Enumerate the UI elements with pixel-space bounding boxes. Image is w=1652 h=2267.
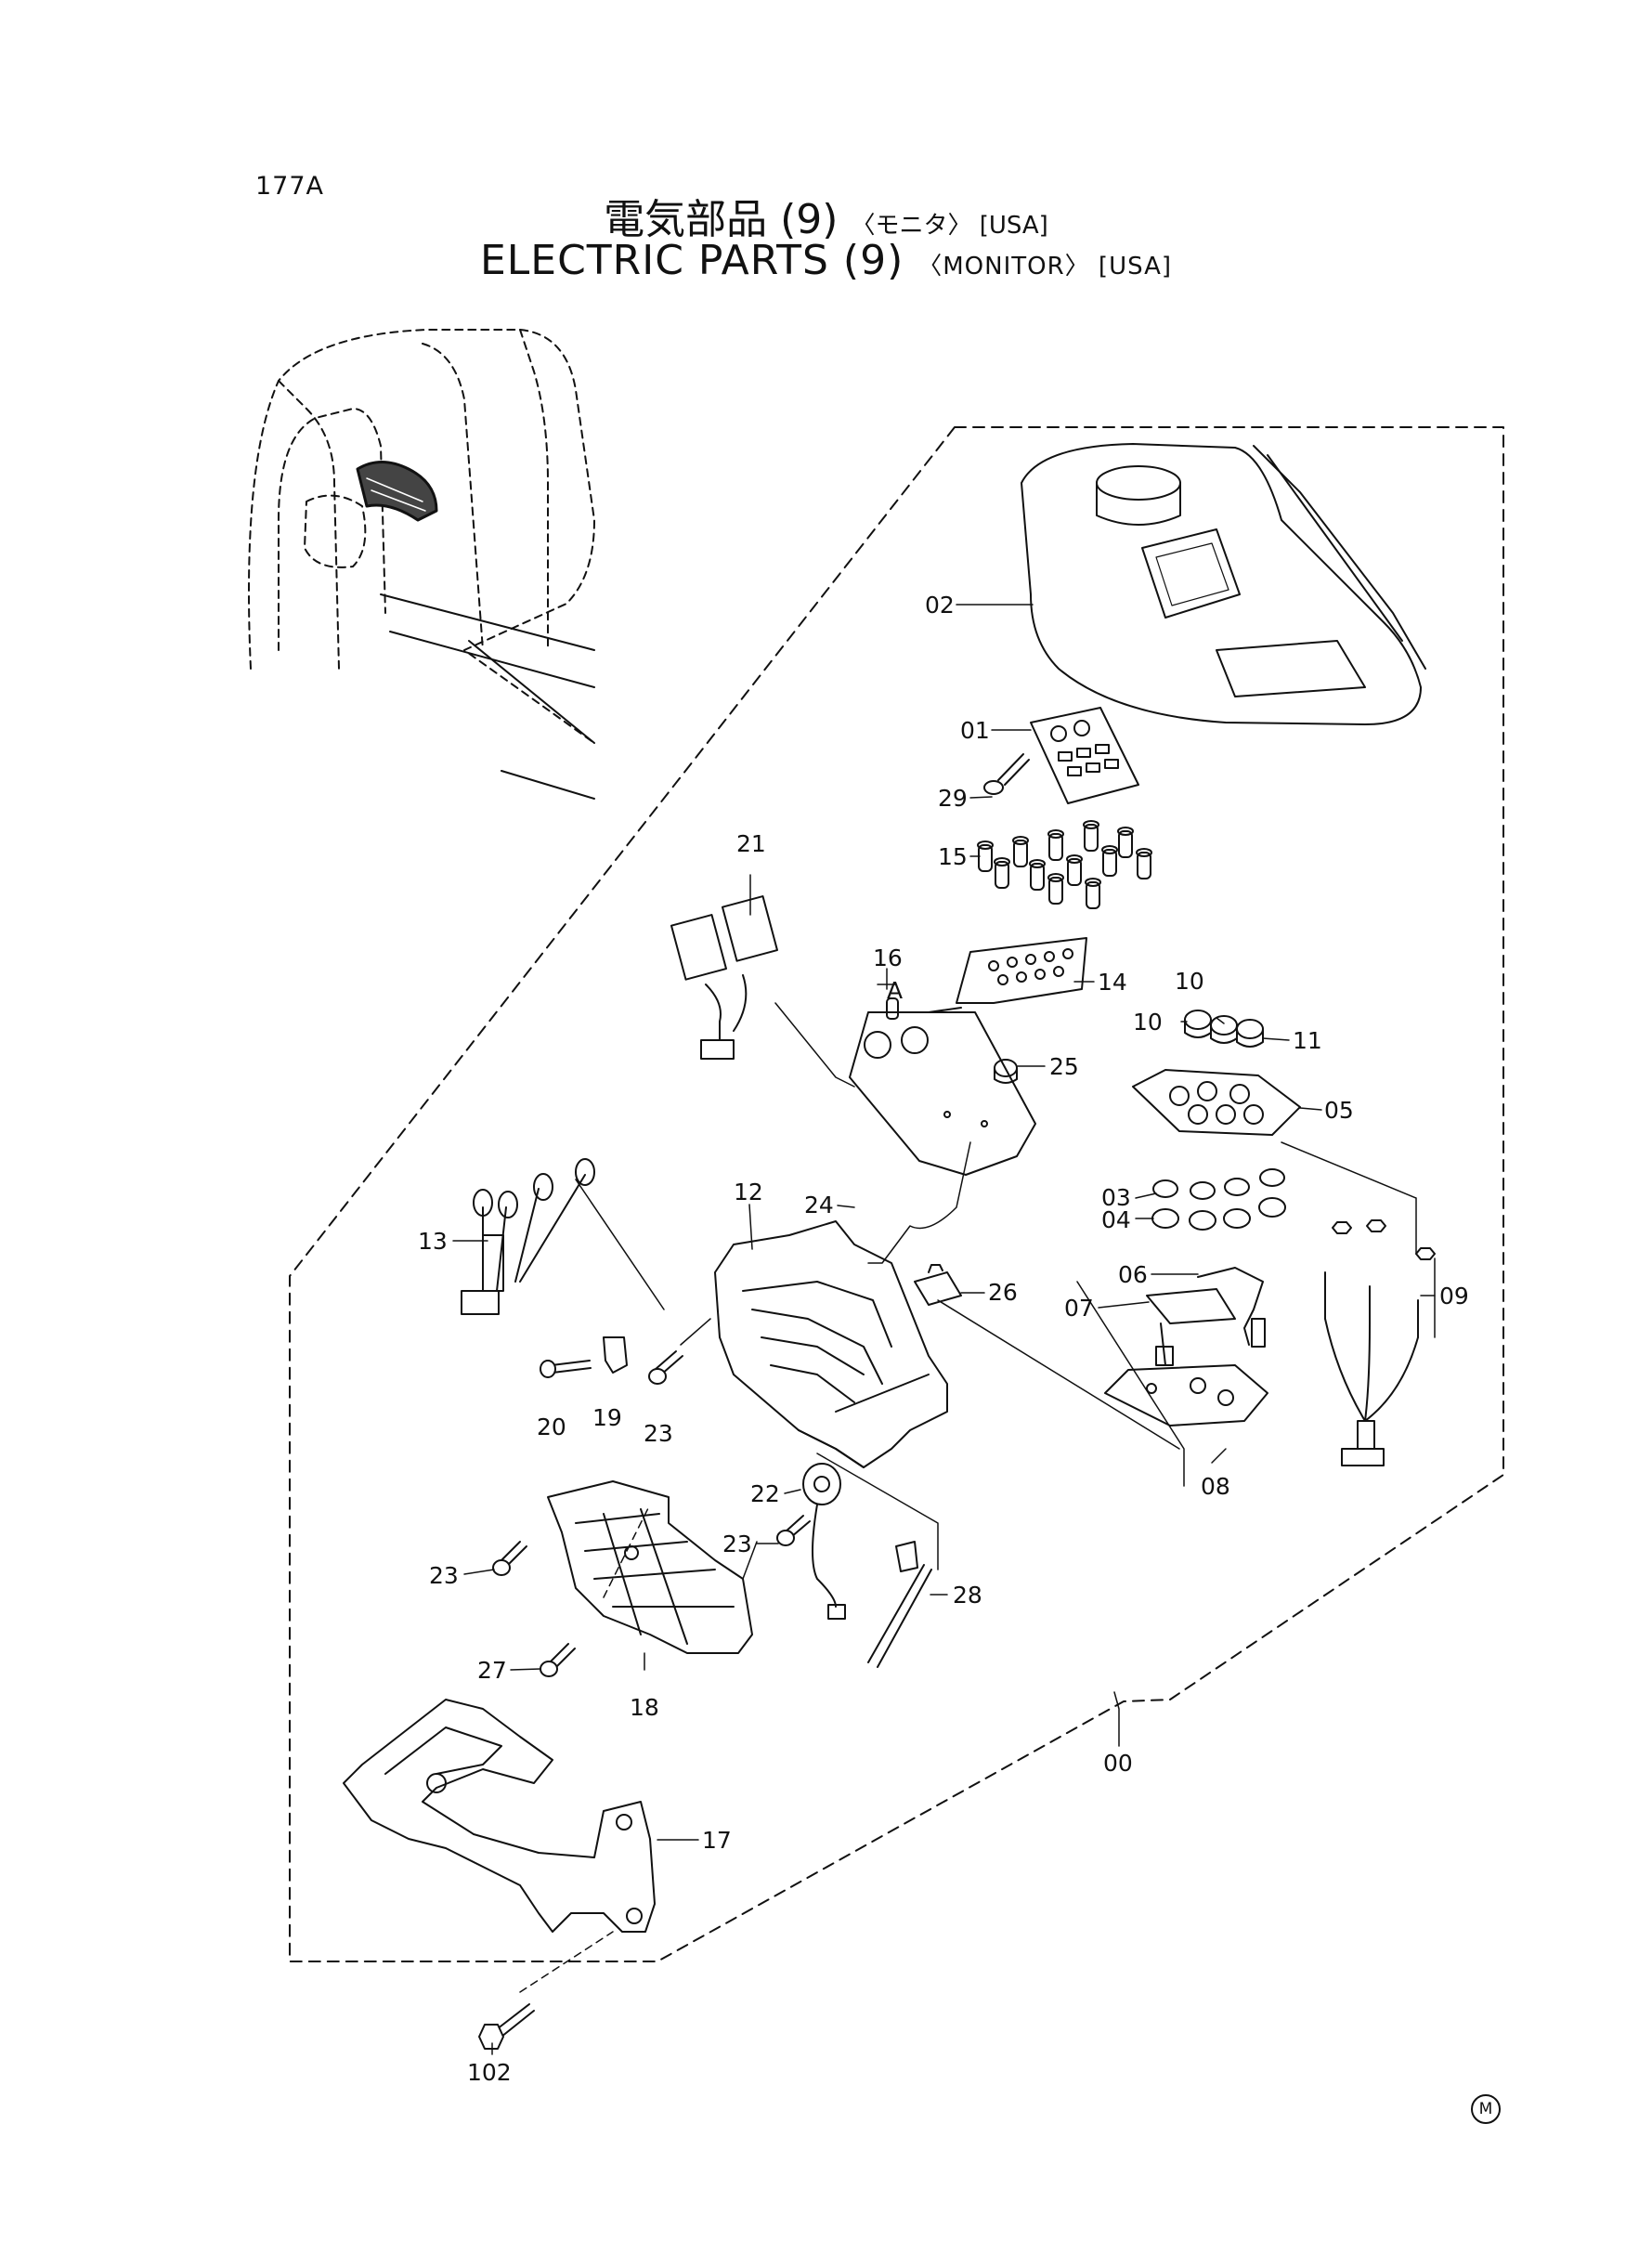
callout-17: 17 <box>702 1827 732 1854</box>
model-mark: M <box>1471 2094 1501 2124</box>
part-17-mounting-bracket <box>343 1699 656 1933</box>
title-english: ELECTRIC PARTS (9) 〈MONITOR〉 [USA] <box>0 237 1652 284</box>
part-10-11-rotary-knobs <box>1184 1010 1264 1048</box>
title-japanese: 電気部品 (9) 〈モニタ〉 [USA] <box>0 186 1652 245</box>
callout-102: 102 <box>467 2059 512 2086</box>
part-06-bracket <box>1197 1267 1266 1348</box>
callout-leader-lines <box>452 604 1436 2055</box>
part-15-knobs <box>977 820 1152 909</box>
callout-05: 05 <box>1324 1097 1354 1124</box>
callout-18: 18 <box>630 1694 659 1721</box>
part-102-bolt <box>478 2003 535 2050</box>
part-25-button <box>994 1059 1018 1084</box>
assembly-boundary-00 <box>289 426 1504 1962</box>
callout-03: 03 <box>1101 1184 1131 1211</box>
part-07-light-guide <box>1146 1288 1236 1366</box>
cab-overview-solid <box>380 593 595 800</box>
title-en-sub: 〈MONITOR〉 [USA] <box>917 253 1173 280</box>
part-23-screw-b <box>776 1515 811 1546</box>
callout-04: 04 <box>1101 1206 1131 1233</box>
callout-19: 19 <box>592 1404 622 1431</box>
part-05-switch-plate <box>1132 1069 1301 1136</box>
callout-20: 20 <box>537 1414 566 1440</box>
part-21-connector-harness <box>670 895 778 1060</box>
callout-11: 11 <box>1293 1027 1322 1054</box>
callout-07: 07 <box>1064 1295 1094 1322</box>
part-08-base-plate <box>1104 1364 1268 1427</box>
callout-21: 21 <box>736 830 766 857</box>
callout-23-lower: 23 <box>429 1562 459 1589</box>
callout-10-top: 10 <box>1175 968 1204 995</box>
callout-12: 12 <box>734 1179 763 1205</box>
explode-reference-lines <box>519 1002 1417 1993</box>
callout-24: 24 <box>804 1192 834 1218</box>
part-02-monitor-cover <box>1021 443 1426 725</box>
callout-00: 00 <box>1103 1750 1133 1777</box>
callout-15: 15 <box>938 843 968 870</box>
callout-23-middle: 23 <box>722 1531 752 1557</box>
title-jp-sub: 〈モニタ〉 [USA] <box>851 212 1048 240</box>
callout-14: 14 <box>1098 969 1127 996</box>
callout-16: 16 <box>873 945 903 971</box>
cab-overview-illustration <box>248 329 595 744</box>
part-03-04-lamps <box>1151 1168 1286 1231</box>
part-19-clip <box>603 1336 628 1374</box>
callout-10-left: 10 <box>1133 1009 1163 1036</box>
part-22-speaker <box>802 1463 846 1620</box>
part-20-screw <box>540 1360 592 1378</box>
part-14-membrane-sheet <box>928 937 1087 1013</box>
page-number: 177A <box>255 172 325 201</box>
callout-23-upper: 23 <box>644 1420 673 1447</box>
callout-28: 28 <box>953 1582 982 1609</box>
title-en-main: ELECTRIC PARTS (9) <box>479 237 904 284</box>
callout-A: A <box>887 977 903 1004</box>
part-09-wiring-assembly <box>1324 1219 1436 1466</box>
callout-27: 27 <box>477 1657 507 1684</box>
part-23-screw-a <box>648 1350 683 1385</box>
part-28-cable-tie <box>867 1541 932 1668</box>
callout-01: 01 <box>960 717 990 744</box>
part-01-switch-panel <box>1030 707 1139 804</box>
callout-08: 08 <box>1201 1473 1230 1500</box>
part-26-buzzer <box>914 1264 962 1306</box>
callout-06: 06 <box>1118 1261 1148 1288</box>
callout-09: 09 <box>1439 1283 1469 1309</box>
part-12-monitor-case <box>714 1220 948 1468</box>
part-29-screw <box>983 753 1030 795</box>
part-16-pcb-board <box>849 997 1036 1176</box>
title-jp-main: 電気部品 (9) <box>604 196 839 243</box>
callout-22: 22 <box>750 1480 780 1507</box>
part-18-bottom-cover <box>547 1480 753 1654</box>
part-23-screw-c <box>492 1541 527 1576</box>
callout-02: 02 <box>925 592 955 619</box>
part-13-lamp-harness <box>461 1158 595 1315</box>
callout-26: 26 <box>988 1279 1018 1306</box>
callout-labels: 02 01 29 15 21 16 A 14 10 10 11 25 05 13… <box>418 592 1469 2086</box>
callout-13: 13 <box>418 1228 448 1255</box>
callout-29: 29 <box>938 785 968 812</box>
callout-25: 25 <box>1049 1053 1079 1080</box>
part-27-screw <box>540 1643 576 1677</box>
cab-monitor-highlight <box>356 461 438 522</box>
